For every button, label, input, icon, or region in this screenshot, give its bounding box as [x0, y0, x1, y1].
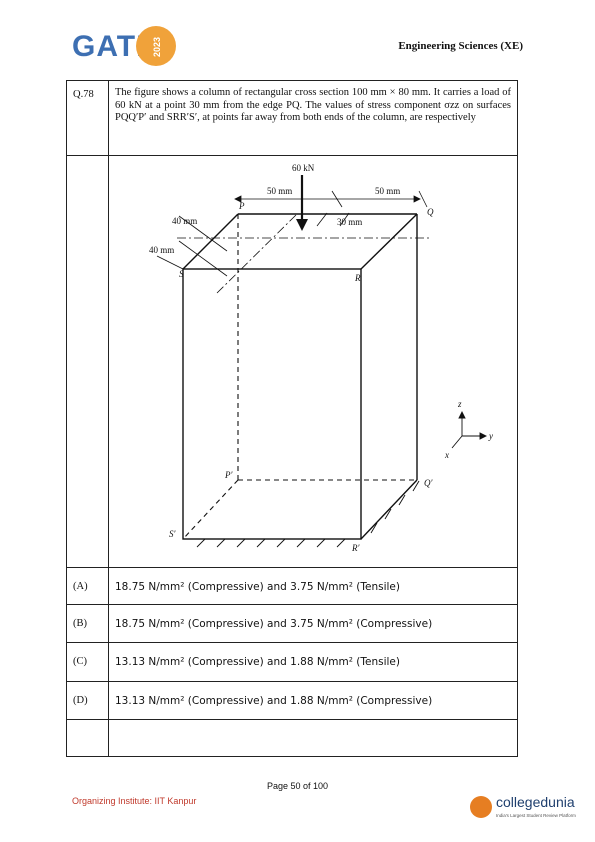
gate-logo-year: 2023: [152, 36, 162, 58]
fixed-support-hatching: [196, 480, 420, 548]
table-row-divider: [67, 719, 517, 720]
table-row-divider: [67, 155, 517, 156]
point-P-prime: P′: [224, 470, 233, 480]
paper-title: Engineering Sciences (XE): [398, 40, 523, 52]
point-Q: Q: [427, 207, 434, 217]
point-P: P: [238, 201, 245, 211]
option-a-text: 18.75 N/mm² (Compressive) and 3.75 N/mm²…: [115, 581, 400, 593]
collegedunia-icon: [470, 796, 492, 818]
collegedunia-name: collegedunia: [496, 794, 575, 810]
axis-x-label: x: [444, 450, 449, 460]
column-figure: 60 kN 50 mm 50 mm 30 mm 40 mm 40 mm P Q …: [149, 163, 493, 553]
load-label: 60 kN: [292, 163, 315, 173]
table-row-divider: [67, 604, 517, 605]
table-row-divider: [67, 642, 517, 643]
dim-50-left: 50 mm: [267, 186, 292, 196]
point-R-prime: R′: [351, 543, 360, 553]
table-row-divider: [67, 681, 517, 682]
point-Q-prime: Q′: [424, 478, 433, 488]
point-S-prime: S′: [169, 529, 177, 539]
point-R: R: [354, 273, 361, 283]
option-d-text: 13.13 N/mm² (Compressive) and 1.88 N/mm²…: [115, 695, 433, 707]
option-b-label: (B): [73, 618, 87, 629]
option-c-text: 13.13 N/mm² (Compressive) and 1.88 N/mm²…: [115, 656, 400, 668]
load-arrow: [296, 175, 308, 231]
question-table: Q.78 The figure shows a column of rectan…: [66, 80, 518, 757]
axis-y-label: y: [488, 431, 493, 441]
dim-50-right: 50 mm: [375, 186, 400, 196]
option-a-label: (A): [73, 581, 88, 592]
collegedunia-tagline: India's Largest Student Review Platform: [496, 813, 576, 818]
dim-40-left: 40 mm: [149, 245, 174, 255]
option-c-label: (C): [73, 656, 87, 667]
point-S: S: [179, 269, 184, 279]
dim-40-top: 40 mm: [172, 216, 197, 226]
table-column-divider: [108, 81, 109, 756]
page-number: Page 50 of 100: [266, 781, 329, 791]
option-d-label: (D): [73, 695, 88, 706]
option-b-text: 18.75 N/mm² (Compressive) and 3.75 N/mm²…: [115, 618, 433, 630]
dim-30: 30 mm: [337, 217, 362, 227]
axis-triad: [451, 410, 488, 449]
collegedunia-logo: collegedunia India's Largest Student Rev…: [470, 792, 580, 826]
column-front-face: [182, 268, 362, 540]
organizer-text: Organizing Institute: IIT Kanpur: [72, 796, 197, 806]
gate-logo-badge: [136, 26, 176, 66]
question-number: Q.78: [73, 89, 94, 100]
axis-z-label: z: [457, 399, 462, 409]
question-text: The figure shows a column of rectangular…: [115, 87, 511, 123]
table-row-divider: [67, 567, 517, 568]
gate-logo: GATE 2023: [72, 26, 182, 70]
